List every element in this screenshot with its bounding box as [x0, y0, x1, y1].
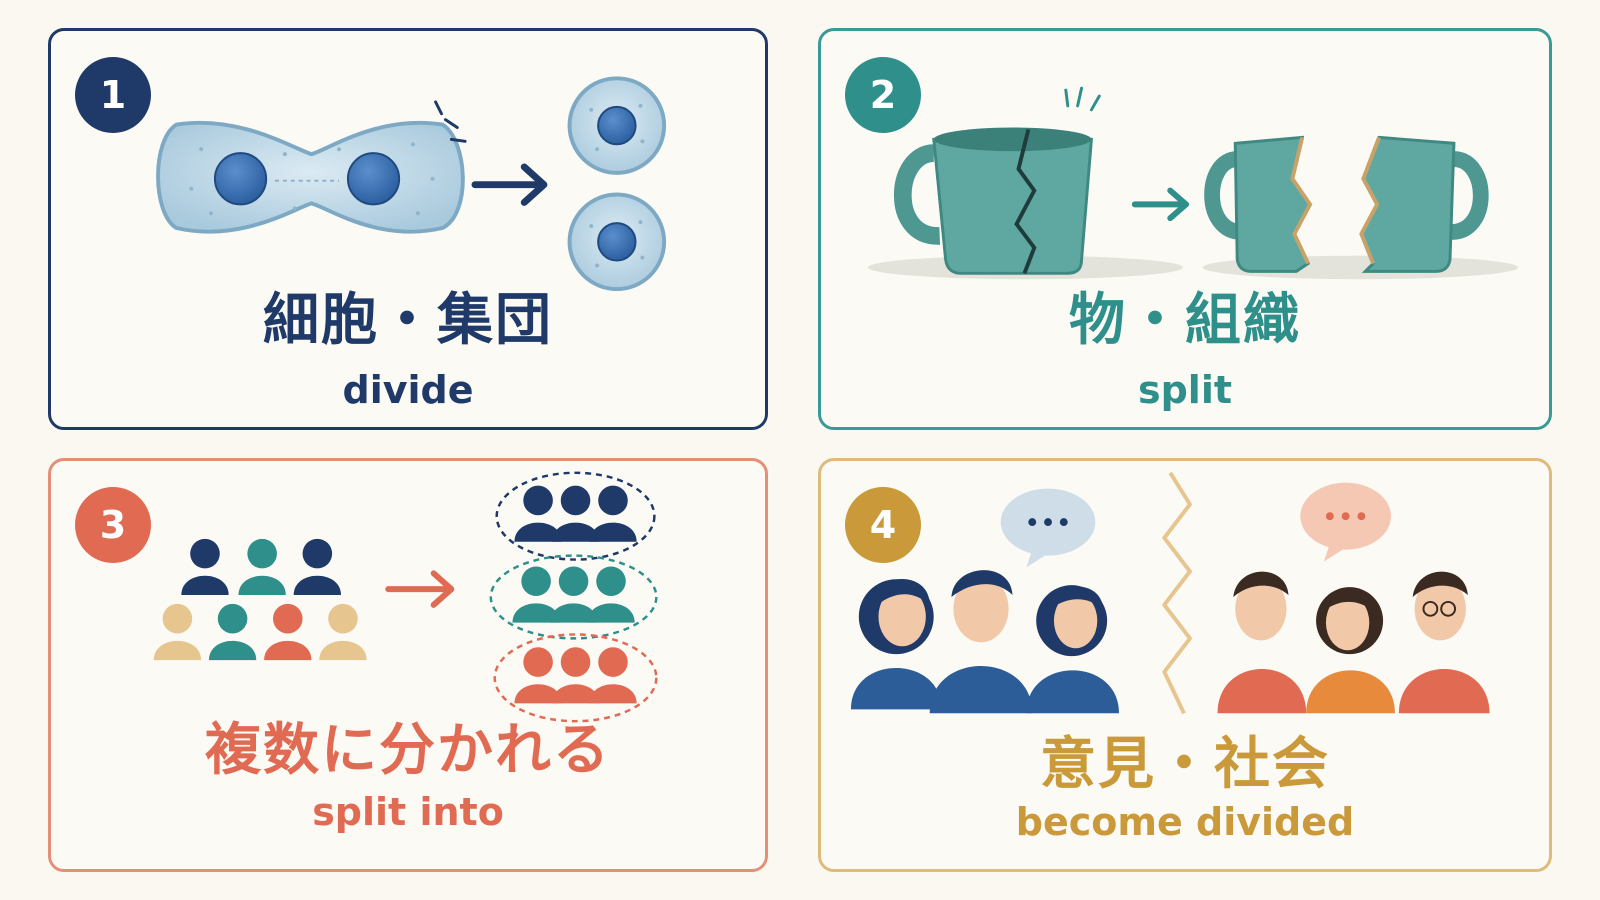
arrow-right-icon: [385, 570, 455, 608]
dividing-cell-icon: [156, 120, 465, 234]
panel-title-jp: 複数に分かれる: [205, 718, 611, 783]
panel-number-badge: 2: [845, 57, 921, 133]
panel-title-jp: 物・組織: [1069, 288, 1301, 353]
people-group-right-icon: [1217, 571, 1490, 714]
panel-2-illustration: [867, 86, 1518, 280]
cell-icon: [567, 76, 667, 175]
speech-bubble-icon: [1300, 482, 1391, 562]
panel-title-en: split into: [312, 790, 504, 834]
cell-icon: [567, 192, 667, 292]
arrow-right-icon: [471, 163, 548, 206]
panel-title-en: become divided: [1015, 800, 1355, 844]
group-of-people-icon: [153, 538, 367, 661]
broken-mug-half-icon: [1359, 135, 1489, 273]
panel-1-illustration: [156, 76, 667, 292]
panel-4-illustration: [850, 471, 1490, 715]
panel-divide: 1 細胞・集団 divide: [48, 28, 768, 430]
panel-number-badge: 4: [845, 487, 921, 563]
panel-split: 2 物・組織 split: [818, 28, 1552, 430]
motion-lines-icon: [1064, 86, 1101, 112]
zigzag-divider-icon: [1162, 471, 1192, 715]
panel-become-divided: 4 意見・社会 become divided: [818, 458, 1552, 872]
motion-lines-icon: [434, 100, 467, 143]
panel-title-jp: 意見・社会: [1040, 732, 1330, 797]
panel-title-jp: 細胞・集団: [263, 288, 553, 353]
panel-split-into: 3 複数に分かれる split into: [48, 458, 768, 872]
panel-number-badge: 1: [75, 57, 151, 133]
subgroup-icon: [493, 633, 658, 723]
panel-title-en: divide: [342, 368, 474, 412]
subgroup-icon: [495, 471, 656, 561]
arrow-right-icon: [1131, 187, 1189, 222]
broken-mug-half-icon: [1204, 135, 1313, 273]
people-group-left-icon: [850, 570, 1119, 714]
cracked-mug-icon: [893, 127, 1094, 275]
speech-bubble-icon: [1000, 488, 1096, 568]
subgroup-icon: [489, 554, 658, 640]
panel-title-en: split: [1137, 368, 1233, 412]
panel-number-badge: 3: [75, 487, 151, 563]
panel-3-illustration: [153, 471, 658, 723]
